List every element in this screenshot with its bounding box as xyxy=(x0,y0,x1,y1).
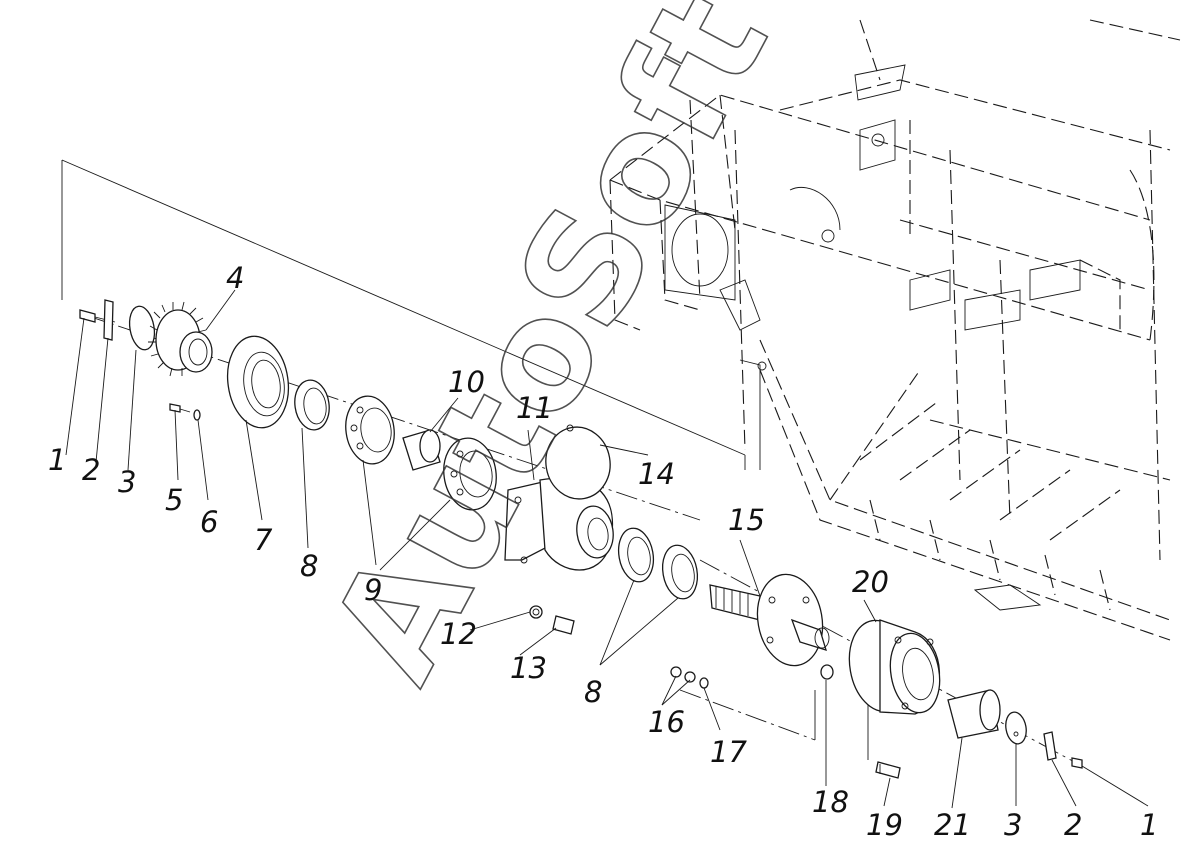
label-5: 5 xyxy=(165,483,183,517)
label-3-left: 3 xyxy=(118,465,136,499)
label-3-right: 3 xyxy=(1004,808,1022,842)
frame-outline xyxy=(609,19,1181,641)
part-18-nut xyxy=(820,664,834,680)
label-1-right: 1 xyxy=(1140,808,1158,842)
label-21: 21 xyxy=(934,808,971,842)
part-9-bearing-left xyxy=(345,395,395,465)
label-8-right: 8 xyxy=(584,675,602,709)
part-12-washer xyxy=(529,605,543,619)
label-9: 9 xyxy=(364,573,382,607)
part-1-bolt-right xyxy=(1071,757,1083,769)
label-7: 7 xyxy=(254,523,273,557)
part-2-lock-plate xyxy=(103,299,114,341)
part-17-washer xyxy=(699,677,709,689)
label-20: 20 xyxy=(852,565,889,599)
label-15: 15 xyxy=(728,503,765,537)
label-10: 10 xyxy=(448,365,485,399)
part-8-seals-right xyxy=(617,527,699,600)
part-14-cover xyxy=(545,424,611,500)
part-21-bushing xyxy=(947,689,1001,739)
part-2-lock-plate-right xyxy=(1043,731,1057,761)
part-6-washer xyxy=(193,409,201,421)
part-labels: 1 2 3 4 5 6 7 8 9 9 10 11 12 13 14 8 15 … xyxy=(48,261,1158,842)
label-12: 12 xyxy=(440,617,477,651)
part-15-shaft xyxy=(709,573,830,667)
part-8-seal-left xyxy=(294,379,330,431)
label-6: 6 xyxy=(200,505,218,539)
part-10-bushing xyxy=(402,429,441,471)
part-3-washer-right xyxy=(1005,711,1027,745)
part-16-nut xyxy=(670,666,696,683)
part-4-sprocket xyxy=(148,301,213,377)
label-13: 13 xyxy=(510,651,547,685)
label-14: 14 xyxy=(638,457,675,491)
part-11-housing xyxy=(504,477,614,571)
part-20-hub xyxy=(848,619,941,715)
label-11: 11 xyxy=(516,391,553,425)
label-17: 17 xyxy=(710,735,747,769)
part-7-flange xyxy=(226,335,290,429)
part-13-bolt xyxy=(552,615,575,635)
part-3-washer xyxy=(128,305,156,351)
label-19: 19 xyxy=(866,808,903,842)
part-5-bolt xyxy=(169,403,191,413)
label-4: 4 xyxy=(226,261,244,295)
part-19-bolt xyxy=(875,761,901,779)
label-8-left: 8 xyxy=(300,549,318,583)
label-1-left: 1 xyxy=(48,443,66,477)
label-16: 16 xyxy=(648,705,685,739)
part-9-bearing-right xyxy=(443,437,497,511)
label-18: 18 xyxy=(812,785,849,819)
leader-lines xyxy=(65,289,1149,809)
label-2-left: 2 xyxy=(82,453,100,487)
label-2-right: 2 xyxy=(1064,808,1082,842)
